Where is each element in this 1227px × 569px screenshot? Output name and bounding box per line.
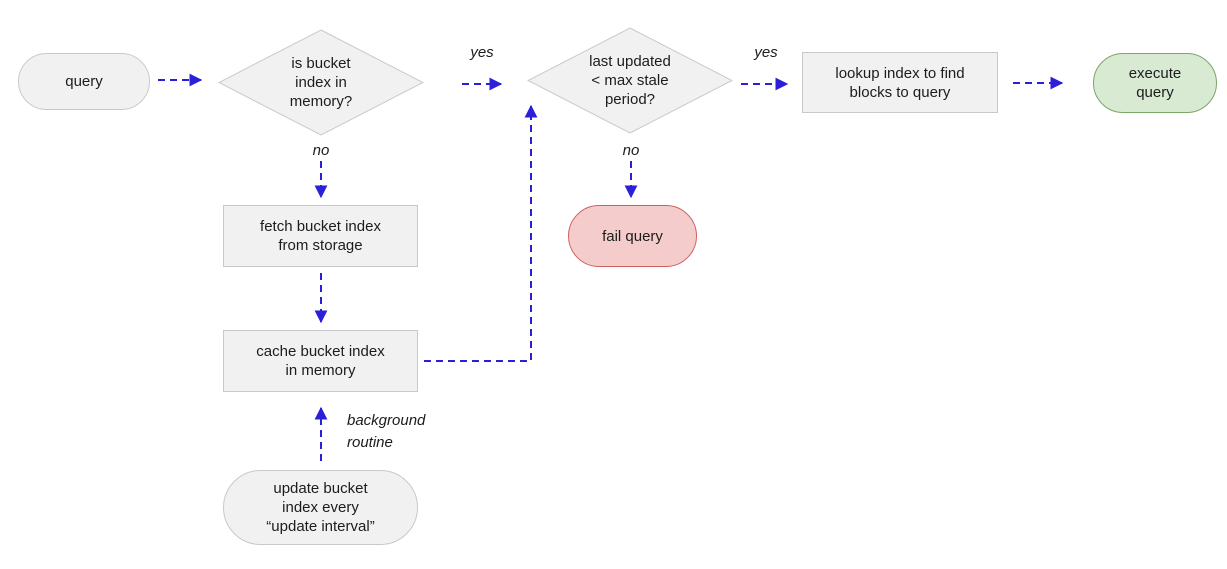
node-execute-query: execute query (1093, 53, 1217, 113)
diamond-shape (527, 27, 733, 134)
decision-is-bucket-index-in-memory: is bucket index in memory? (218, 29, 424, 136)
node-lookup-index: lookup index to find blocks to query (802, 52, 998, 113)
decision-last-updated-max-stale: last updated < max stale period? (527, 27, 733, 134)
node-fetch-bucket-index-label: fetch bucket index from storage (260, 218, 381, 254)
node-update-bucket-index: update bucket index every “update interv… (223, 470, 418, 545)
node-cache-bucket-index: cache bucket index in memory (223, 330, 418, 392)
node-cache-bucket-index-label: cache bucket index in memory (256, 343, 385, 379)
node-query: query (18, 53, 150, 110)
edge-label-no-memory: no (312, 142, 330, 159)
node-lookup-index-label: lookup index to find blocks to query (835, 64, 965, 101)
node-query-label: query (65, 73, 103, 90)
edge-label-yes-memory: yes (470, 44, 494, 61)
node-fail-query: fail query (568, 205, 697, 267)
edge-label-no-stale: no (622, 142, 640, 159)
edge-label-yes-stale: yes (754, 44, 778, 61)
edge-label-background-routine: background routine (347, 412, 426, 451)
node-execute-query-label: execute query (1128, 65, 1182, 101)
node-fail-query-label: fail query (602, 227, 663, 245)
decision-memory-label: is bucket index in memory? (289, 55, 353, 110)
diamond-shape (218, 29, 424, 136)
node-update-bucket-index-label: update bucket index every “update interv… (266, 480, 375, 535)
edge-cache-to-stale-decision (424, 104, 538, 362)
node-fetch-bucket-index: fetch bucket index from storage (223, 205, 418, 267)
decision-stale-label: last updated < max stale period? (589, 53, 671, 108)
